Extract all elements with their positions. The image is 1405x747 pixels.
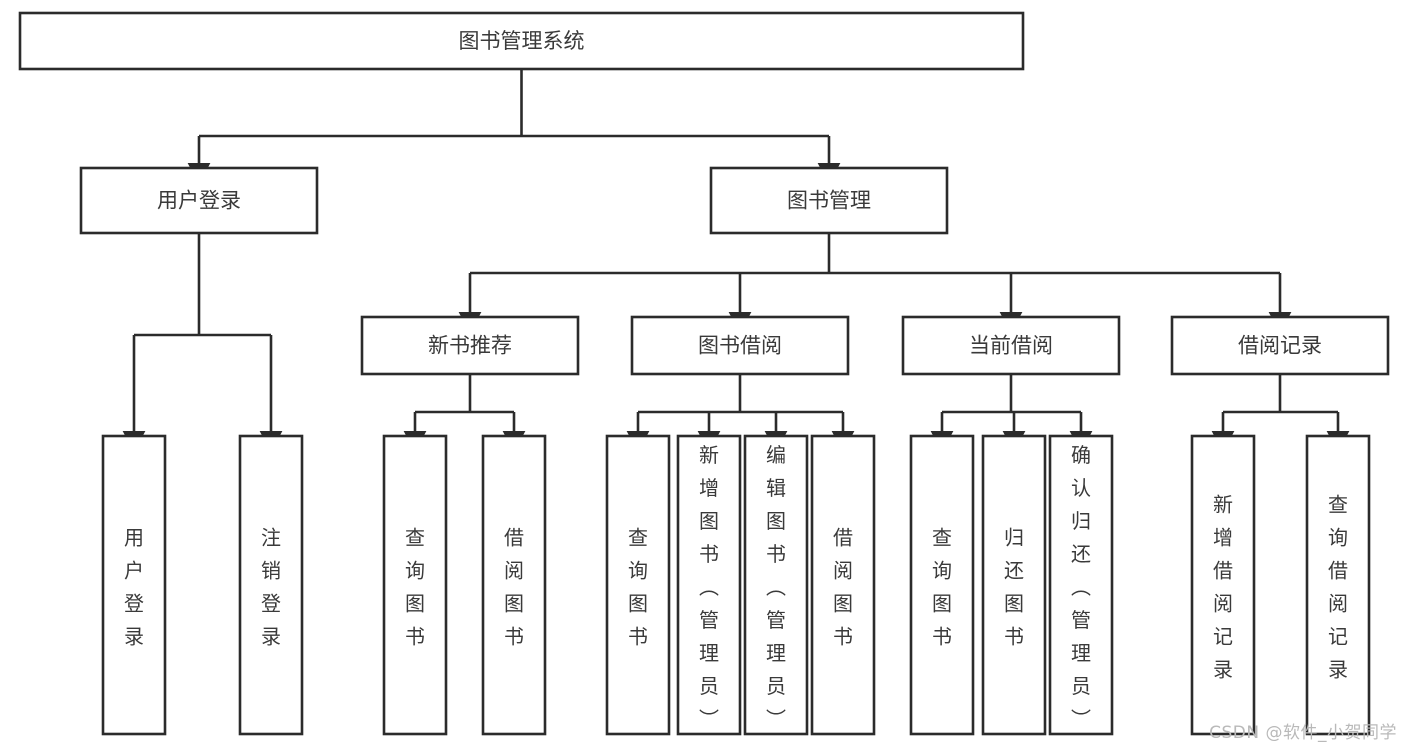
node-box-leaf-edit-book xyxy=(743,434,809,736)
node-box-leaf-query-book-1 xyxy=(382,434,448,736)
node-box-leaf-borrow-book-1 xyxy=(481,434,547,736)
node-new-book-recommend[interactable]: 新书推荐 xyxy=(360,315,580,376)
node-label-leaf-confirm-return: 确认归还︵管理员︶ xyxy=(1071,443,1091,731)
node-leaf-confirm-return[interactable]: 确认归还︵管理员︶ xyxy=(1048,434,1114,736)
node-box-leaf-add-book xyxy=(676,434,742,736)
node-leaf-add-book[interactable]: 新增图书︵管理员︶ xyxy=(676,434,742,736)
node-book-manage[interactable]: 图书管理 xyxy=(709,166,949,235)
node-box-user-login xyxy=(79,166,319,235)
node-leaf-borrow-book-2[interactable]: 借阅图书 xyxy=(810,434,876,736)
node-box-leaf-return-book xyxy=(981,434,1047,736)
node-label-leaf-add-record: 新增借阅记录 xyxy=(1213,493,1233,682)
node-leaf-add-record[interactable]: 新增借阅记录 xyxy=(1190,434,1256,736)
node-user-login[interactable]: 用户登录 xyxy=(79,166,319,235)
node-box-root xyxy=(18,11,1025,71)
node-label-book-borrow: 图书借阅 xyxy=(698,334,782,358)
node-leaf-query-book-1[interactable]: 查询图书 xyxy=(382,434,448,736)
node-box-leaf-borrow-book-2 xyxy=(810,434,876,736)
node-box-leaf-query-book-2 xyxy=(605,434,671,736)
node-label-leaf-query-record: 查询借阅记录 xyxy=(1328,493,1348,682)
node-book-borrow[interactable]: 图书借阅 xyxy=(630,315,850,376)
node-leaf-return-book[interactable]: 归还图书 xyxy=(981,434,1047,736)
node-label-leaf-query-book-2: 查询图书 xyxy=(628,526,648,649)
node-label-leaf-query-book-1: 查询图书 xyxy=(405,526,425,649)
node-label-borrow-record: 借阅记录 xyxy=(1238,334,1322,358)
node-leaf-query-book-2[interactable]: 查询图书 xyxy=(605,434,671,736)
node-layer: 图书管理系统用户登录图书管理新书推荐图书借阅当前借阅借阅记录用户登录注销登录查询… xyxy=(18,11,1390,736)
node-box-book-borrow xyxy=(630,315,850,376)
connector-layer xyxy=(122,69,1350,453)
node-box-leaf-query-record xyxy=(1305,434,1371,736)
node-label-leaf-borrow-book-1: 借阅图书 xyxy=(504,526,524,649)
watermark-text: CSDN @软件_小贺同学 xyxy=(1209,723,1397,743)
node-leaf-query-book-3[interactable]: 查询图书 xyxy=(909,434,975,736)
node-current-borrow[interactable]: 当前借阅 xyxy=(901,315,1121,376)
node-leaf-logout[interactable]: 注销登录 xyxy=(238,434,304,736)
node-box-borrow-record xyxy=(1170,315,1390,376)
node-label-leaf-user-login: 用户登录 xyxy=(124,526,144,649)
node-label-leaf-query-book-3: 查询图书 xyxy=(932,526,952,649)
node-leaf-query-record[interactable]: 查询借阅记录 xyxy=(1305,434,1371,736)
node-label-current-borrow: 当前借阅 xyxy=(969,334,1053,358)
node-borrow-record[interactable]: 借阅记录 xyxy=(1170,315,1390,376)
node-label-leaf-logout: 注销登录 xyxy=(261,526,281,649)
node-leaf-user-login[interactable]: 用户登录 xyxy=(101,434,167,736)
node-leaf-borrow-book-1[interactable]: 借阅图书 xyxy=(481,434,547,736)
node-box-book-manage xyxy=(709,166,949,235)
node-box-leaf-user-login xyxy=(101,434,167,736)
node-box-leaf-query-book-3 xyxy=(909,434,975,736)
node-label-book-manage: 图书管理 xyxy=(787,189,871,213)
node-label-root: 图书管理系统 xyxy=(459,29,585,53)
node-box-new-book-recommend xyxy=(360,315,580,376)
node-root[interactable]: 图书管理系统 xyxy=(18,11,1025,71)
node-box-leaf-logout xyxy=(238,434,304,736)
node-label-user-login: 用户登录 xyxy=(157,189,241,213)
node-label-leaf-borrow-book-2: 借阅图书 xyxy=(833,526,853,649)
node-box-leaf-confirm-return xyxy=(1048,434,1114,736)
node-leaf-edit-book[interactable]: 编辑图书︵管理员︶ xyxy=(743,434,809,736)
node-label-new-book-recommend: 新书推荐 xyxy=(428,334,512,358)
node-box-current-borrow xyxy=(901,315,1121,376)
node-box-leaf-add-record xyxy=(1190,434,1256,736)
node-label-leaf-return-book: 归还图书 xyxy=(1004,526,1024,649)
node-label-leaf-add-book: 新增图书︵管理员︶ xyxy=(699,443,719,731)
node-label-leaf-edit-book: 编辑图书︵管理员︶ xyxy=(766,443,786,731)
